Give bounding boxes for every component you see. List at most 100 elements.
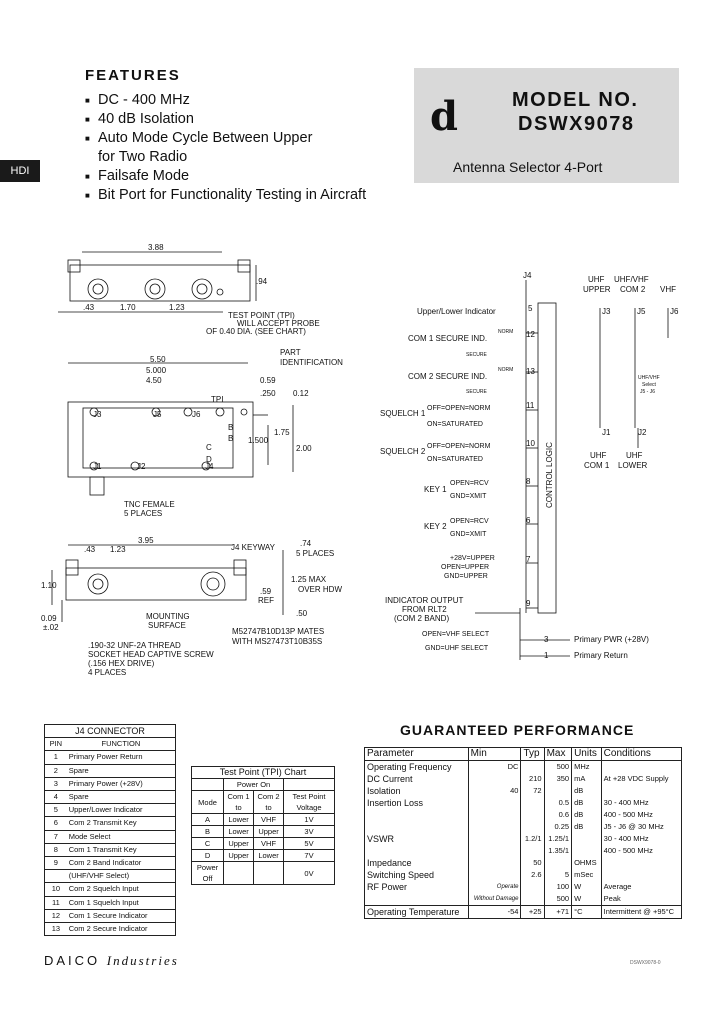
small-label: OFF=OPEN=NORM	[427, 443, 491, 450]
table-cell: 210	[520, 773, 545, 785]
indicator-label: INDICATOR OUTPUT	[385, 596, 463, 605]
table-cell	[364, 821, 469, 833]
footer-code: DSWX9078-0	[630, 960, 661, 966]
function-cell: Upper/Lower Indicator	[66, 803, 176, 818]
table-cell: MHz	[571, 760, 602, 773]
dim-note: M52747B10D13P MATES	[232, 627, 324, 636]
table-header: Conditions	[600, 747, 683, 761]
table-cell: mA	[571, 773, 602, 785]
pin-cell: 13	[44, 922, 67, 937]
table-cell: 0.25	[543, 821, 573, 833]
table-cell: 50	[520, 857, 545, 869]
port-label: J1	[93, 462, 102, 471]
dim-note: REF	[258, 596, 274, 605]
model-number: MODEL NO. DSWX9078	[512, 88, 638, 136]
dim-label: .94	[256, 277, 268, 286]
rf-port-label: COM 1	[584, 461, 610, 470]
table-cell: 1V	[283, 813, 335, 826]
small-label: OPEN=UPPER	[441, 564, 489, 571]
rf-port-label: UHF	[626, 451, 643, 460]
function-cell: Spare	[66, 764, 176, 778]
indicator-label: FROM RLT2	[402, 605, 447, 614]
table-cell: Impedance	[364, 857, 469, 869]
table-cell: +25	[520, 905, 545, 919]
dim-label: 2.00	[296, 444, 312, 453]
table-cell: Peak	[600, 893, 683, 906]
dim-label: 1.10	[41, 581, 57, 590]
pin-number: 9	[526, 599, 531, 608]
dim-label: 4.50	[146, 376, 162, 385]
table-cell	[520, 893, 545, 906]
table-cell: W	[571, 893, 602, 906]
table-cell: W	[571, 881, 602, 893]
table-header: Min	[467, 747, 522, 761]
table-cell: VSWR	[364, 833, 469, 845]
table-cell: 1.25/1	[543, 833, 573, 845]
table-cell	[520, 809, 545, 821]
table-cell: Switching Speed	[364, 869, 469, 881]
dim-note: MOUNTING	[146, 612, 190, 621]
table-cell	[520, 845, 545, 857]
table-cell: 400 - 500 MHz	[600, 809, 683, 821]
rf-port-label: J6	[670, 307, 679, 316]
port-label: J3	[93, 410, 102, 419]
dim-label: 5.000	[146, 366, 167, 375]
tpi-chart-table: Test Point (TPI) Chart Power On Mode Com…	[190, 766, 335, 885]
signal-label: KEY 1	[424, 485, 447, 494]
small-label: GND=UPPER	[444, 573, 488, 580]
dim-label: 3.95	[138, 536, 154, 545]
port-label: J4	[205, 462, 214, 471]
rf-port-label: LOWER	[618, 461, 648, 470]
dim-label: 1.500	[248, 436, 269, 445]
pin-cell: 9	[44, 856, 67, 871]
dim-label: 0.09	[41, 614, 57, 623]
table-cell: Lower	[223, 813, 255, 826]
table-cell: OHMS	[571, 857, 602, 869]
function-cell: (UHF/VHF Select)	[66, 869, 176, 884]
small-label: OPEN=RCV	[450, 480, 489, 487]
table-cell: 5V	[283, 837, 335, 850]
table-cell	[364, 893, 469, 906]
dim-label: 3.88	[148, 243, 164, 252]
table-cell	[467, 773, 522, 785]
table-cell: B	[190, 825, 225, 838]
small-label: SECURE	[466, 352, 488, 358]
footer-brand: DAICO Industries	[44, 953, 179, 969]
port-label: TPI	[211, 395, 223, 404]
dim-label: .74	[300, 539, 312, 548]
table-cell: VHF	[253, 837, 285, 850]
table-cell	[571, 845, 602, 857]
table-cell: 500	[543, 760, 573, 773]
table-cell	[467, 869, 522, 881]
select-label: Select	[642, 382, 657, 388]
table-cell	[600, 760, 683, 773]
signal-label: COM 2 SECURE IND.	[408, 372, 487, 381]
indicator-label: OPEN=VHF SELECT	[422, 631, 490, 638]
small-label: GND=XMIT	[450, 493, 487, 500]
table-cell: 40	[467, 785, 522, 797]
table-header: Com 1 to	[223, 790, 255, 814]
daico-logo: d	[430, 93, 458, 140]
table-cell	[520, 821, 545, 833]
rf-port-label: VHF	[660, 285, 676, 294]
pin-cell: 1	[44, 750, 67, 765]
feature-item: 40 dB Isolation	[85, 110, 366, 129]
table-header: Test Point Voltage	[283, 790, 335, 814]
table-header: Mode	[190, 790, 225, 814]
select-label: J5 - J6	[640, 389, 655, 395]
signal-label: KEY 2	[424, 522, 447, 531]
dim-note: J4 KEYWAY	[231, 543, 276, 552]
pin-number: 5	[528, 304, 533, 313]
indicator-label: GND=UHF SELECT	[425, 645, 489, 652]
table-cell: Power Off	[190, 861, 225, 885]
dim-note: (.156 HEX DRIVE)	[88, 659, 155, 668]
table-cell	[543, 857, 573, 869]
